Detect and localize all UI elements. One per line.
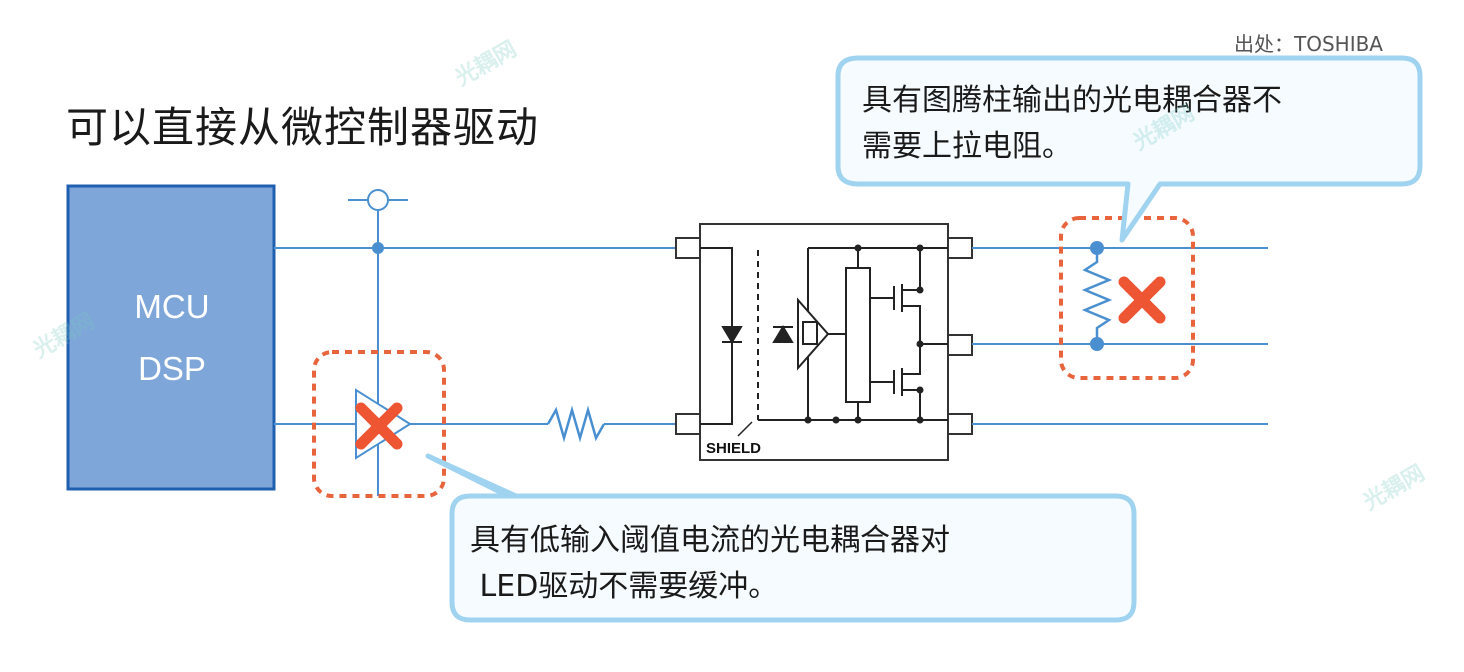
pin-3 [675,413,701,435]
mcu-label: MCU [134,288,210,325]
input-resistor [546,405,606,443]
detector-internal [758,247,948,421]
dsp-label: DSP [138,350,206,387]
callout-top-line2: 需要上拉电阻。 [862,129,1072,164]
junction-dot-supply [372,242,384,254]
buffer-cross-icon [355,402,403,450]
mcu-block [66,184,276,491]
pin-1 [675,237,701,259]
pin-4 [947,413,973,435]
callout-bottom-line1: 具有低输入阈值电流的光电耦合器对 [470,523,950,558]
shield-label: SHIELD [706,440,762,457]
callout-top-text: 具有图腾柱输出的光电耦合器不 需要上拉电阻。 [862,78,1402,170]
pullup-resistor [1081,248,1113,344]
pullup-dashed-box [1059,216,1195,380]
source-credit: 出处：TOSHIBA [1234,32,1383,56]
junction-dots [804,244,924,424]
callout-bottom-bubble [425,453,1137,623]
pullup-cross-icon [1118,276,1166,324]
led-internal [700,247,743,425]
pin-5 [947,334,973,356]
callout-top-line1: 具有图腾柱输出的光电耦合器不 [862,83,1282,118]
buffer-dashed-box [312,350,446,498]
shield-arrow [737,421,753,437]
page-title: 可以直接从微控制器驱动 [66,103,540,152]
callout-bottom-line2: LED驱动不需要缓冲。 [470,569,779,604]
callout-top-bubble [835,55,1423,243]
supply-terminal [367,189,389,211]
callout-bottom-text: 具有低输入阈值电流的光电耦合器对 LED驱动不需要缓冲。 [470,518,1110,610]
pin-6 [947,237,973,259]
